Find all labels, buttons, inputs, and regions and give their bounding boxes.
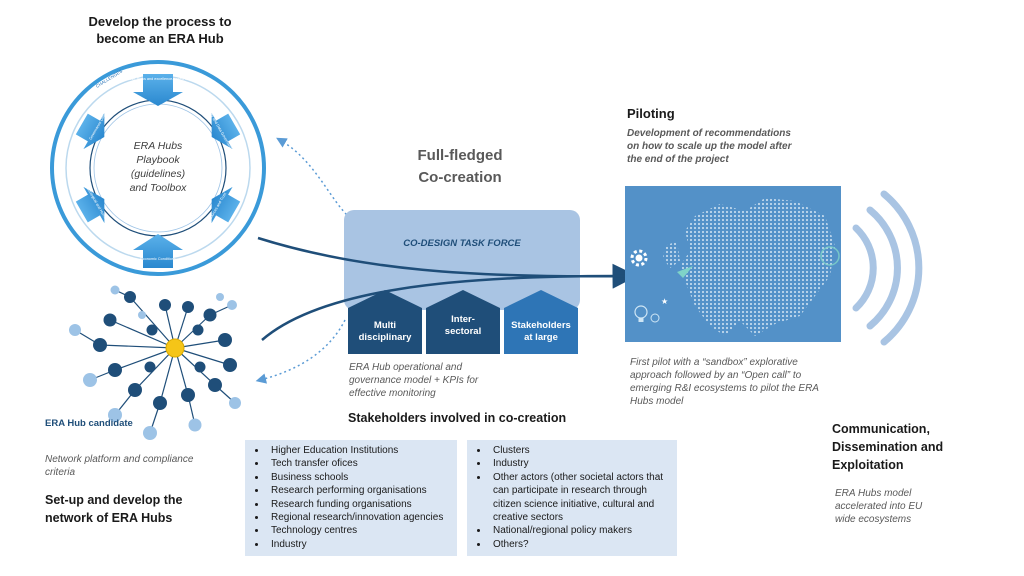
era-hub-network-graphic [69, 285, 241, 440]
piloting-desc-line2: on how to scale up the model after [627, 141, 792, 152]
cycle-center-line1: ERA Hubs [134, 140, 183, 152]
uk-landmass [663, 241, 680, 268]
pillar-label-multidisciplinary: Multi disciplinary [348, 320, 422, 344]
communication-title-line1: Communication, [832, 422, 930, 436]
stakeholder-left-item: Research funding organisations [267, 498, 451, 511]
cycle-center-line3: (guidelines) [131, 168, 185, 180]
pillar-multidisciplinary [348, 290, 422, 354]
pillar-stakeholders [504, 290, 578, 354]
stakeholder-left-item: Regional research/innovation agencies [267, 511, 451, 524]
stakeholder-right-item: Clusters [489, 444, 671, 457]
operational-model-line1: ERA Hub operational and [349, 362, 463, 373]
gear-icon [630, 249, 648, 267]
cocreation-title-line1: Full-fledged [417, 147, 503, 164]
network-platform-text: Network platform and compliance criteria [45, 453, 245, 479]
cycle-arrow-top [133, 74, 183, 106]
piloting-description: Development of recommendations on how to… [627, 127, 847, 166]
communication-desc-line1: ERA Hubs model [835, 488, 912, 499]
stakeholder-left-item: Research performing organisations [267, 484, 451, 497]
pilot-desc-line1: First pilot with a “sandbox” explorative [630, 357, 798, 368]
cocreation-title-line2: Co-creation [418, 169, 502, 186]
piloting-title: Piloting [627, 106, 675, 121]
stakeholder-right-item: National/regional policy makers [489, 524, 671, 537]
pillar-label-2-line1: Stakeholders [511, 320, 571, 331]
pillar-intersectoral [426, 290, 500, 354]
pilot-desc-line2: approach followed by an “Open call” to [630, 370, 802, 381]
cycle-arrow-lower-right [211, 186, 241, 224]
star-icon: ★ [661, 297, 668, 306]
pillar-label-1-line1: Inter- [451, 314, 475, 325]
operational-model-line2: governance model + KPIs for [349, 375, 479, 386]
task-force-pillars [348, 290, 578, 354]
stakeholders-right-box: ClustersIndustryOther actors (other soci… [467, 440, 677, 556]
stakeholder-right-item: Industry [489, 457, 671, 470]
cycle-center-line2: Playbook [136, 154, 180, 166]
cycle-arrow-lower-left [75, 186, 105, 224]
pillar-label-0-line1: Multi [373, 320, 397, 331]
setup-network-title-line2: network of ERA Hubs [45, 511, 173, 525]
pilot-description: First pilot with a “sandbox” explorative… [630, 356, 850, 408]
communication-title: Communication, Dissemination and Exploit… [832, 420, 1012, 474]
dotted-arrow-to-network [255, 319, 346, 384]
cycle-arrow-upper-left [75, 112, 105, 150]
stakeholder-right-item: Other actors (other societal actors that… [489, 471, 671, 525]
stakeholders-title: Stakeholders involved in co-creation [348, 411, 567, 425]
arrow-cycle-to-pilot [257, 236, 638, 289]
stakeholder-left-item: Tech transfer ofices [267, 457, 451, 470]
stakeholders-left-box: Higher Education InstitutionsTech transf… [245, 440, 457, 556]
hub-center-node [165, 338, 185, 358]
lightbulb-icon [634, 305, 648, 322]
setup-network-title: Set-up and develop the network of ERA Hu… [45, 491, 245, 527]
setup-network-title-line1: Set-up and develop the [45, 493, 183, 507]
pillar-label-2-line2: at large [524, 332, 558, 343]
cycle-segment-label-0: Collaborative Risks and excellence-based… [113, 77, 202, 81]
paper-plane-icon [677, 266, 693, 278]
pillar-label-1-line2: sectoral [444, 326, 482, 337]
communication-title-line3: Exploitation [832, 458, 904, 472]
develop-process-title-line2: become an ERA Hub [96, 31, 224, 46]
playbook-cycle-diagram: CHALLENGES Collaborative Risks and excel… [50, 60, 266, 276]
europe-map-panel: ★ [625, 186, 841, 342]
stakeholder-left-item: Industry [267, 538, 451, 551]
communication-desc-line2: accelerated into EU [835, 501, 923, 512]
operational-model-text: ERA Hub operational and governance model… [349, 361, 529, 400]
pilot-desc-line4: Hubs model [630, 396, 684, 407]
pillar-label-stakeholders: Stakeholders at large [504, 320, 578, 344]
europe-landmass [680, 198, 835, 336]
develop-process-title-line1: Develop the process to [88, 14, 232, 29]
stakeholders-right-list: ClustersIndustryOther actors (other soci… [475, 444, 671, 551]
stakeholder-right-item: Others? [489, 538, 671, 551]
communication-description: ERA Hubs model accelerated into EU wide … [835, 487, 1005, 526]
communication-title-line2: Dissemination and [832, 440, 944, 454]
operational-model-line3: effective monitoring [349, 388, 436, 399]
broadcast-signal-icon [852, 190, 923, 346]
cycle-segment-label-3: Economic Conditions [140, 257, 176, 261]
stakeholder-left-item: Business schools [267, 471, 451, 484]
cocreation-title: Full-fledged Co-creation [385, 145, 535, 189]
cycle-arrow-bottom [133, 234, 183, 268]
develop-process-title: Develop the process to become an ERA Hub [60, 13, 260, 47]
cycle-center-line4: and Toolbox [130, 182, 188, 194]
stakeholder-left-item: Higher Education Institutions [267, 444, 451, 457]
cycle-arrow-upper-right [211, 112, 241, 150]
communication-desc-line3: wide ecosystems [835, 514, 912, 525]
piloting-desc-line1: Development of recommendations [627, 128, 791, 139]
network-platform-line2: criteria [45, 467, 76, 478]
stakeholders-left-list: Higher Education InstitutionsTech transf… [253, 444, 451, 551]
arrow-network-to-pilot [261, 274, 633, 341]
network-platform-line1: Network platform and compliance [45, 454, 194, 465]
pillar-label-intersectoral: Inter- sectoral [426, 314, 500, 338]
era-hub-candidate-label: ERA Hub candidate [45, 418, 133, 429]
stakeholder-left-item: Technology centres [267, 524, 451, 537]
task-force-label: CO-DESIGN TASK FORCE [403, 238, 521, 249]
pillar-label-0-line2: disciplinary [358, 332, 412, 343]
pilot-desc-line3: emerging R&I ecosystems to pilot the ERA [630, 383, 819, 394]
piloting-desc-line3: the end of the project [627, 154, 729, 165]
